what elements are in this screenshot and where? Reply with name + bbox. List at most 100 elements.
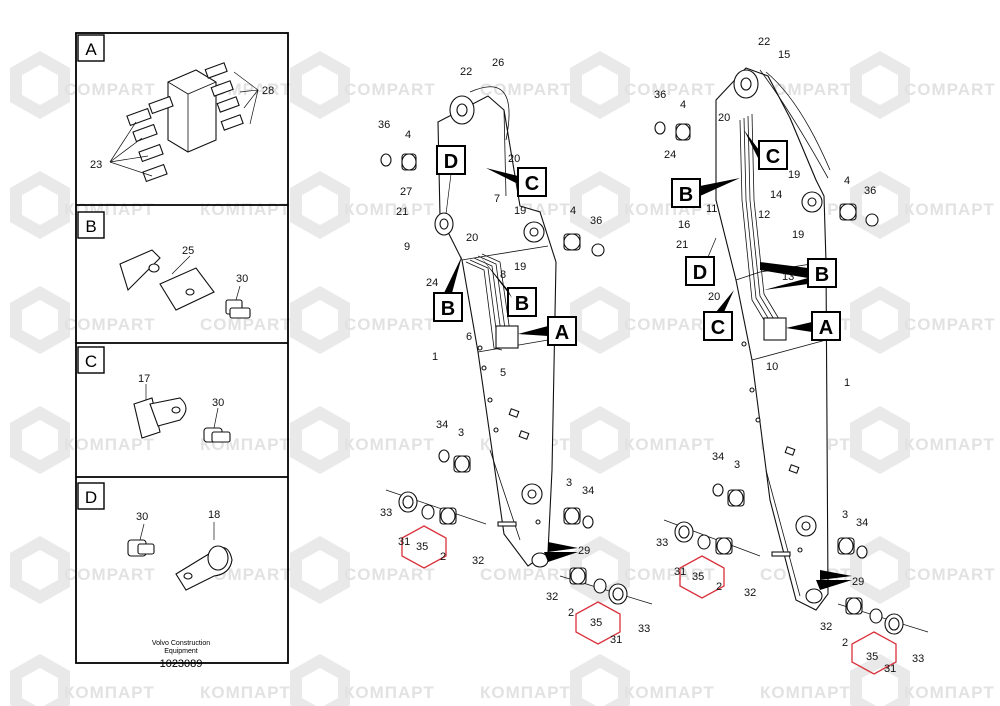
watermark-logo: КОМПАРТ КОМПАРТ xyxy=(290,654,571,706)
left-label: 2 xyxy=(440,551,446,563)
left-label: 9 xyxy=(404,241,410,253)
right-label: 36 xyxy=(654,89,666,101)
right-arm-assembly xyxy=(654,67,929,675)
right-label: 31 xyxy=(884,663,896,675)
watermark-text: COMPART xyxy=(344,565,436,584)
right-label: 14 xyxy=(770,189,782,201)
right-label: 32 xyxy=(820,621,832,633)
right-label: 19 xyxy=(792,229,804,241)
svg-text:D: D xyxy=(693,262,707,284)
left-callout-d: D xyxy=(436,145,466,215)
watermark-text: COMPART xyxy=(480,565,572,584)
right-callout-b-1: B xyxy=(671,178,740,208)
left-label: 29 xyxy=(578,545,590,557)
right-callout-b-2: B xyxy=(760,258,837,290)
left-label: 31 xyxy=(610,634,622,646)
panel-a-label-23: 23 xyxy=(90,159,102,171)
svg-text:B: B xyxy=(515,293,529,315)
right-callout-c-2: C xyxy=(703,290,734,341)
right-label: 16 xyxy=(678,219,690,231)
left-label: 20 xyxy=(508,153,520,165)
right-label: 20 xyxy=(708,291,720,303)
svg-text:B: B xyxy=(441,298,455,320)
watermark-text: КОМПАРТ xyxy=(344,683,435,702)
left-pin-stack-lower xyxy=(385,489,653,605)
right-label: 19 xyxy=(788,169,800,181)
panel-b: B 25 30 xyxy=(77,211,251,319)
right-label: 3 xyxy=(734,459,740,471)
left-label: 21 xyxy=(396,206,408,218)
left-label: 32 xyxy=(472,555,484,567)
panel-a-label-28: 28 xyxy=(262,85,274,97)
left-arm-assembly xyxy=(380,86,653,645)
right-label: 34 xyxy=(712,451,724,463)
panel-d: D 30 18 xyxy=(77,482,233,591)
right-label: 32 xyxy=(744,587,756,599)
left-label: 2 xyxy=(568,607,574,619)
svg-text:A: A xyxy=(555,322,569,344)
left-label: 34 xyxy=(582,485,594,497)
left-label: 5 xyxy=(500,367,506,379)
panel-c-label-30: 30 xyxy=(212,397,224,409)
left-label: 26 xyxy=(492,57,504,69)
left-label: 24 xyxy=(426,277,438,289)
left-label: 31 xyxy=(398,536,410,548)
left-label: 4 xyxy=(405,129,411,141)
caption-line-2: Equipment xyxy=(164,648,198,655)
panel-b-label-25: 25 xyxy=(182,245,194,257)
right-label: 29 xyxy=(852,576,864,588)
left-label: 3 xyxy=(458,427,464,439)
panel-d-letter: D xyxy=(85,488,97,507)
watermark-text: КОМПАРТ xyxy=(200,200,291,219)
right-callout-a: A xyxy=(786,311,841,341)
watermark-text: КОМПАРТ xyxy=(344,200,435,219)
left-label: 8 xyxy=(500,269,506,281)
left-highlight-hex-lower xyxy=(575,601,621,645)
left-label: 33 xyxy=(638,623,650,635)
right-label: 20 xyxy=(718,112,730,124)
right-label: 35 xyxy=(866,651,878,663)
right-label: 4 xyxy=(680,99,686,111)
watermark-text: КОМПАРТ xyxy=(904,435,995,454)
watermark-text: COMPART xyxy=(480,80,572,99)
right-label: 2 xyxy=(842,637,848,649)
right-label: 3 xyxy=(842,509,848,521)
right-label: 33 xyxy=(912,653,924,665)
left-label: 36 xyxy=(590,215,602,227)
right-callout-d: D xyxy=(685,237,717,286)
right-label: 33 xyxy=(656,537,668,549)
svg-text:A: A xyxy=(819,317,833,339)
panel-b-label-30: 30 xyxy=(236,273,248,285)
left-label: 35 xyxy=(416,541,428,553)
watermark-text: КОМПАРТ xyxy=(480,683,571,702)
left-label: 19 xyxy=(514,205,526,217)
svg-text:C: C xyxy=(525,173,539,195)
panel-c-label-17: 17 xyxy=(138,373,150,385)
panel-d-label-18: 18 xyxy=(208,509,220,521)
panel-c-letter: C xyxy=(85,352,97,371)
right-label: 15 xyxy=(778,49,790,61)
right-label: 35 xyxy=(692,571,704,583)
watermark-text: COMPART xyxy=(904,315,996,334)
left-label: 19 xyxy=(514,261,526,273)
right-callout-c-1: C xyxy=(744,130,788,170)
right-label: 34 xyxy=(856,517,868,529)
watermark-text: COMPART xyxy=(200,315,292,334)
right-label: 1 xyxy=(844,377,850,389)
left-callout-a: A xyxy=(518,316,577,346)
left-label: 4 xyxy=(570,205,576,217)
callout-layer: D C B B A C B xyxy=(433,130,841,346)
panel-c: C 17 30 xyxy=(77,346,231,443)
watermark-text: COMPART xyxy=(760,80,852,99)
svg-text:C: C xyxy=(711,317,725,339)
right-label: 22 xyxy=(758,36,770,48)
left-label: 22 xyxy=(460,66,472,78)
left-label: 27 xyxy=(400,186,412,198)
left-label: 36 xyxy=(378,119,390,131)
left-label: 34 xyxy=(436,419,448,431)
